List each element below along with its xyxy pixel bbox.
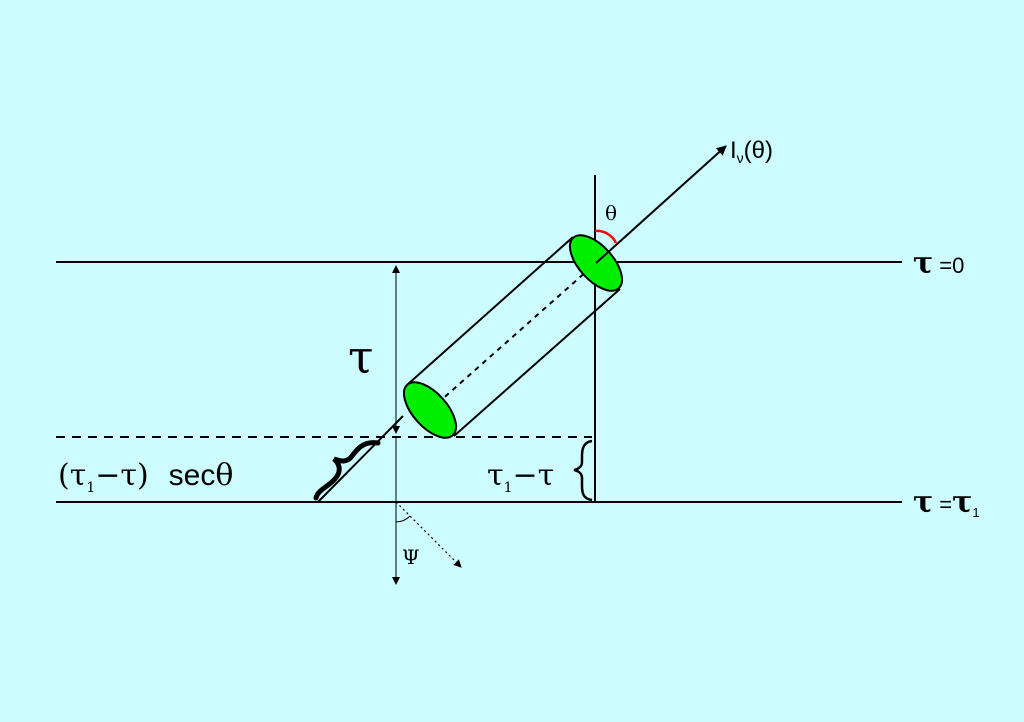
cylinder-lower-side [453, 288, 621, 437]
psi-angle-arc [395, 515, 411, 523]
intensity-arrow [595, 145, 727, 264]
theta-angle-arc [594, 229, 618, 244]
depth-difference-label: τ1−τ [487, 458, 554, 496]
cylinder-upper-side [406, 236, 574, 386]
slant-path-label: (τ1−τ)secθ [58, 458, 233, 496]
ray-path-lower [317, 415, 404, 503]
cylinder-axis [429, 262, 597, 411]
slant-path-brace [313, 440, 381, 501]
tau-one-label: τ =τ1 [913, 485, 980, 520]
intensity-label: Iν(θ) [730, 137, 773, 166]
psi-label: Ψ [402, 545, 420, 569]
tau-zero-label: τ =0 [913, 246, 964, 281]
depth-brace [573, 439, 593, 502]
tau-depth-label: τ [348, 330, 373, 384]
psi-direction-line [395, 501, 462, 568]
lower-cylinder-cap [402, 381, 458, 439]
theta-label: θ [605, 201, 617, 225]
